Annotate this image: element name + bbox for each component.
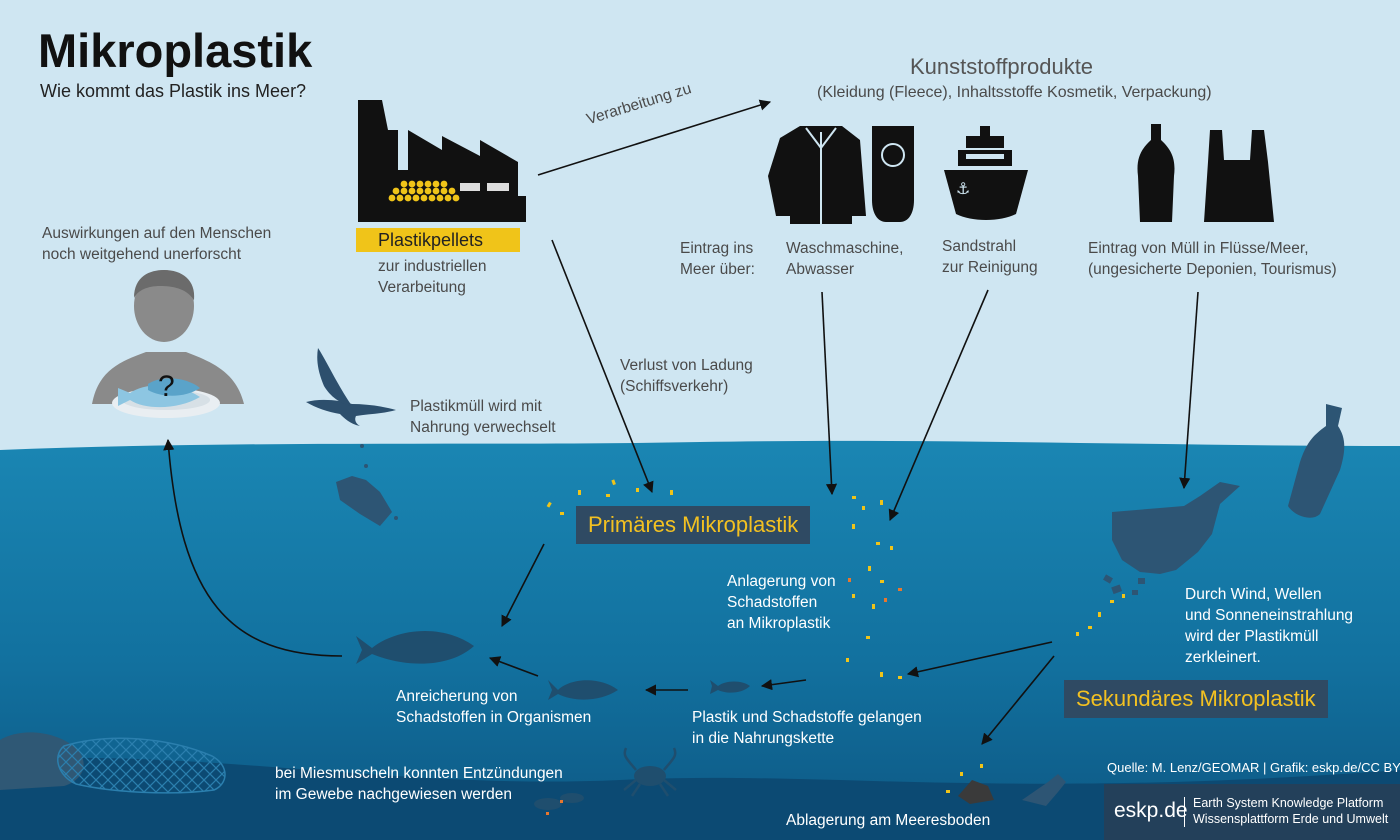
- mussels-text: bei Miesmuscheln konnten Entzündungen im…: [275, 765, 563, 803]
- entry-via-label: Eintrag ins Meer über:: [680, 240, 755, 278]
- arrow-sandblast-to-primary: [888, 289, 989, 522]
- sediment-pile: [958, 780, 994, 804]
- primary-microplastic-badge: Primäres Mikroplastik: [576, 506, 811, 544]
- products-title: Kunststoffprodukte: [910, 54, 1094, 79]
- sandblast-label: Sandstrahl zur Reinigung: [942, 238, 1038, 276]
- medium-fish-icon: [548, 680, 618, 700]
- brand-name: eskp.de: [1114, 799, 1188, 822]
- brand-box: eskp.de Earth System Knowledge Platform …: [1104, 784, 1400, 840]
- brand-divider: [1184, 797, 1185, 827]
- arrow-waste-to-bag: [1179, 291, 1199, 490]
- arrow-chain-3: [488, 656, 539, 677]
- arrow-secondary-to-seafloor: [981, 655, 1055, 745]
- microplastic-particles: [546, 479, 1125, 793]
- washing-label: Waschmaschine, Abwasser: [786, 240, 904, 278]
- adsorption-text: Anlagerung von Schadstoffen an Mikroplas…: [727, 573, 836, 632]
- brand-line-1: Earth System Knowledge Platform: [1193, 796, 1384, 810]
- cargo-loss-label: Verlust von Ladung (Schiffsverkehr): [620, 357, 753, 395]
- bag-fragments: [1103, 574, 1145, 595]
- pellets-label: Plastikpellets: [356, 228, 520, 252]
- fragmentation-text: Durch Wind, Wellen und Sonneneinstrahlun…: [1185, 586, 1354, 666]
- large-fish-icon: [356, 631, 474, 664]
- mussels-icon: [534, 793, 584, 810]
- arrow-fish-to-human: [163, 438, 343, 657]
- crab-icon: [623, 747, 677, 797]
- arrow-secondary-to-foodchain: [906, 641, 1053, 678]
- ship-icon: ⚓: [944, 126, 1028, 220]
- secondary-microplastic-badge: Sekundäres Mikroplastik: [1064, 680, 1328, 718]
- food-chain-text: Plastik und Schadstoffe gelangen in die …: [692, 709, 922, 747]
- bird-label: Plastikmüll wird mit Nahrung verwechselt: [410, 398, 556, 436]
- source-credit: Quelle: M. Lenz/GEOMAR | Grafik: eskp.de…: [1107, 760, 1400, 775]
- human-effects-text: Auswirkungen auf den Menschen noch weitg…: [42, 225, 272, 263]
- seafloor-bottle-icon: [1022, 774, 1066, 806]
- brand-line-2: Wissensplattform Erde und Umwelt: [1193, 812, 1389, 826]
- seafloor-text: Ablagerung am Meeresboden: [786, 812, 991, 829]
- products-subtitle: (Kleidung (Fleece), Inhaltsstoffe Kosmet…: [817, 84, 1212, 101]
- plastic-bag-icon: [1204, 130, 1274, 222]
- pellets-icon: [388, 180, 460, 202]
- sea: [0, 440, 1400, 840]
- jacket-icon: [768, 126, 866, 224]
- accumulation-text: Anreicherung von Schadstoffen in Organis…: [396, 688, 592, 726]
- svg-text:⚓: ⚓: [956, 179, 970, 198]
- arrow-wash-to-primary: [821, 291, 838, 496]
- human-icon: [92, 270, 244, 404]
- arrow-primary-to-fish: [501, 543, 545, 627]
- floating-bag-icon: [1112, 482, 1240, 574]
- small-fish-icon: [710, 680, 750, 694]
- arrow-pellets-to-primary: [551, 239, 654, 494]
- plastic-bottle-icon: [1137, 124, 1175, 222]
- arrow-chain-1: [760, 679, 807, 691]
- page-subtitle: Wie kommt das Plastik ins Meer?: [40, 81, 307, 101]
- plate-with-fish-icon: [112, 378, 220, 418]
- cosmetic-tube-icon: [872, 126, 914, 222]
- factory-icon: [358, 100, 526, 222]
- page-title: Mikroplastik: [38, 24, 313, 77]
- pellets-note: zur industriellen Verarbeitung: [378, 258, 487, 296]
- seabird-icon: [306, 348, 396, 426]
- question-mark: ?: [158, 370, 175, 403]
- waste-entry-label: Eintrag von Müll in Flüsse/Meer, (ungesi…: [1088, 240, 1337, 278]
- floating-bottle-icon: [1288, 404, 1345, 518]
- arrow-processing: [537, 99, 772, 176]
- sinking-debris: [336, 444, 398, 526]
- fishing-net-icon: [57, 737, 226, 794]
- pollutant-particles: [546, 578, 902, 815]
- flow-arrows: [163, 99, 1199, 745]
- seafloor: [0, 757, 1400, 840]
